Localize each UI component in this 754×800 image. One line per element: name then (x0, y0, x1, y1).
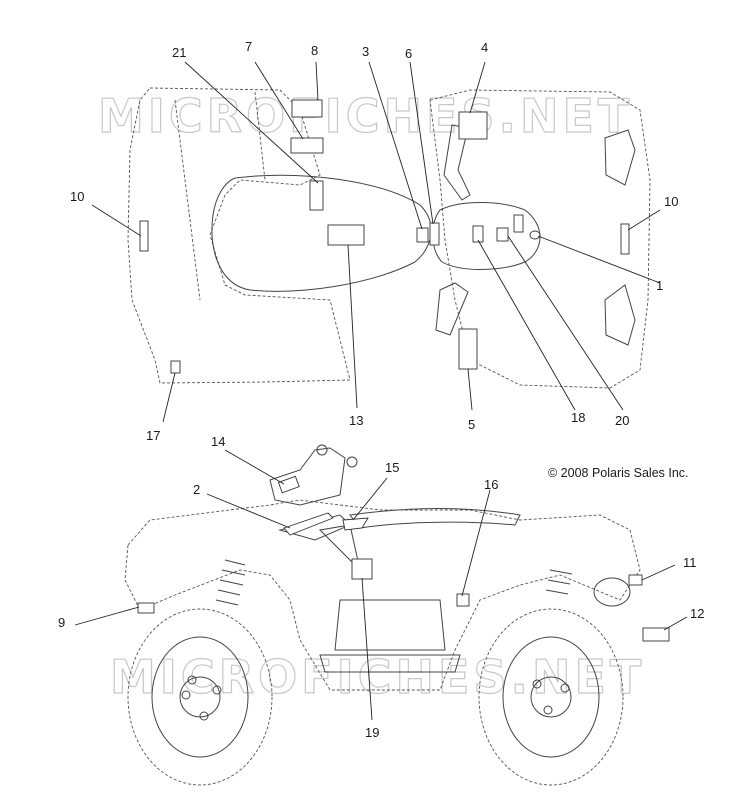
decal-15 (342, 517, 369, 531)
decal-13 (327, 224, 365, 246)
callout-15: 15 (385, 460, 399, 475)
decal-14 (277, 475, 300, 494)
decal-7 (290, 137, 324, 154)
decal-21 (309, 180, 324, 211)
decal-17 (170, 360, 181, 374)
callout-7: 7 (245, 39, 252, 54)
callout-5: 5 (468, 417, 475, 432)
decal-3 (416, 227, 429, 243)
decal-18 (472, 225, 484, 243)
decal-6 (429, 222, 440, 246)
decal-19 (351, 558, 373, 580)
decal-10-front (620, 223, 630, 255)
decal-8 (291, 99, 323, 118)
atv-top-view (127, 87, 651, 389)
callout-20: 20 (615, 413, 629, 428)
callout-14: 14 (211, 434, 225, 449)
copyright-notice: © 2008 Polaris Sales Inc. (548, 466, 689, 480)
callout-12: 12 (690, 606, 704, 621)
callout-4: 4 (481, 40, 488, 55)
callout-18: 18 (571, 410, 585, 425)
callout-11: 11 (683, 555, 697, 570)
decal-2 (283, 512, 334, 536)
decal-1 (529, 230, 541, 240)
callout-9: 9 (58, 615, 65, 630)
callout-8: 8 (311, 43, 318, 58)
callout-6: 6 (405, 46, 412, 61)
decal-4 (458, 111, 488, 140)
callout-10-right: 10 (664, 194, 678, 209)
callout-21: 21 (172, 45, 186, 60)
callout-3: 3 (362, 44, 369, 59)
watermark-top: MICROFICHES.NET (98, 89, 633, 143)
atv-side-view (124, 444, 641, 786)
decal-16 (456, 593, 470, 607)
decal-11 (628, 574, 643, 586)
leader-lines (74, 61, 688, 721)
decal-9 (137, 602, 155, 614)
decal-10-rear (139, 220, 149, 252)
decal-12 (642, 627, 670, 642)
callout-13: 13 (349, 413, 363, 428)
decal-20-strip (513, 214, 524, 233)
callout-2: 2 (193, 482, 200, 497)
decal-20 (496, 227, 509, 242)
callout-1: 1 (656, 278, 663, 293)
callout-19: 19 (365, 725, 379, 740)
callout-10-left: 10 (70, 189, 84, 204)
decal-5 (458, 328, 478, 370)
callout-17: 17 (146, 428, 160, 443)
callout-16: 16 (484, 477, 498, 492)
